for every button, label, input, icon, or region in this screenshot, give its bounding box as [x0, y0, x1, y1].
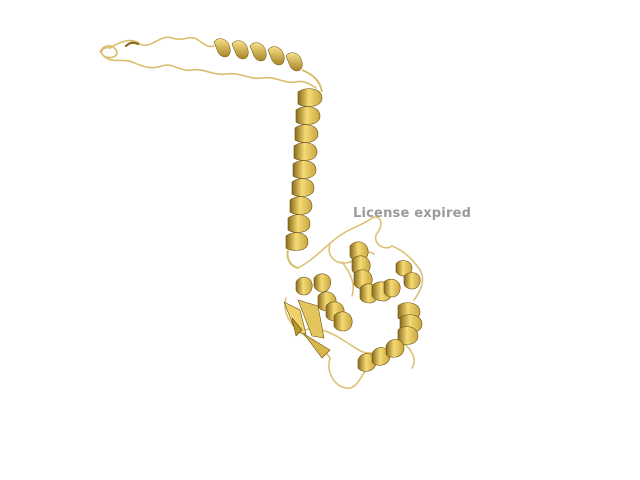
globular-helices: [295, 241, 423, 372]
n-terminal-coil: [99, 36, 317, 89]
top-helix: [213, 38, 303, 72]
beta-sheet: [283, 299, 331, 359]
license-watermark: License expired: [353, 206, 472, 221]
vertical-helix: [285, 88, 323, 251]
